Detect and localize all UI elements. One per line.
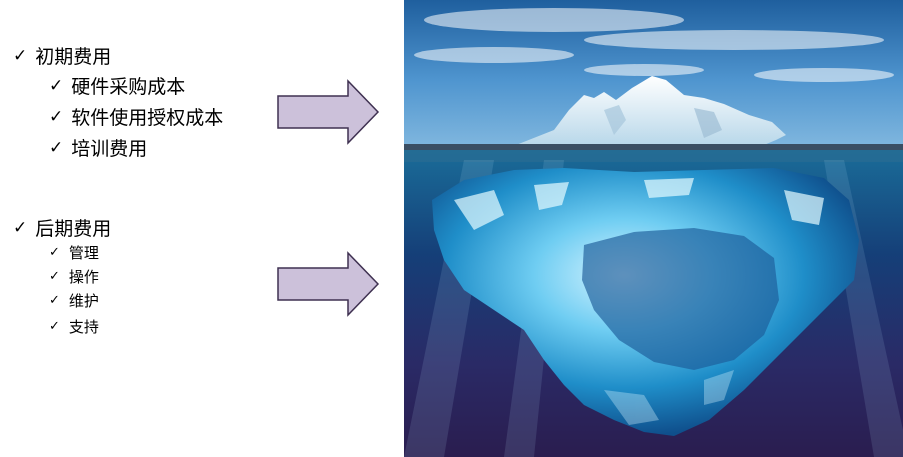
list-item: ✓ 培训费用	[49, 134, 147, 161]
initial-heading-label: 初期费用	[35, 46, 112, 68]
list-item: ✓ 管理	[49, 242, 99, 263]
list-item: ✓ 操作	[49, 266, 99, 287]
list-item-label: 软件使用授权成本	[71, 107, 224, 129]
list-item-label: 支持	[68, 318, 99, 336]
check-icon: ✓	[49, 75, 64, 96]
list-item-label: 管理	[68, 244, 99, 262]
check-icon: ✓	[13, 217, 28, 238]
arrow-right-icon	[277, 79, 380, 145]
list-heading-later: ✓ 后期费用	[13, 214, 111, 241]
iceberg-image	[404, 0, 903, 457]
check-icon: ✓	[49, 137, 64, 158]
check-icon: ✓	[49, 245, 60, 260]
list-item-label: 维护	[68, 292, 99, 310]
check-icon: ✓	[49, 269, 60, 284]
list-item: ✓ 硬件采购成本	[49, 72, 185, 99]
check-icon: ✓	[49, 319, 60, 334]
list-item: ✓ 维护	[49, 290, 99, 311]
list-item: ✓ 支持	[49, 316, 99, 337]
arrow-right-icon	[277, 251, 380, 317]
list-item: ✓ 软件使用授权成本	[49, 103, 223, 130]
list-heading-initial: ✓ 初期费用	[13, 42, 111, 69]
check-icon: ✓	[49, 293, 60, 308]
list-item-label: 培训费用	[71, 138, 148, 160]
check-icon: ✓	[49, 106, 64, 127]
later-heading-label: 后期费用	[35, 218, 112, 240]
list-item-label: 硬件采购成本	[71, 76, 186, 98]
check-icon: ✓	[13, 45, 28, 66]
list-item-label: 操作	[68, 268, 99, 286]
